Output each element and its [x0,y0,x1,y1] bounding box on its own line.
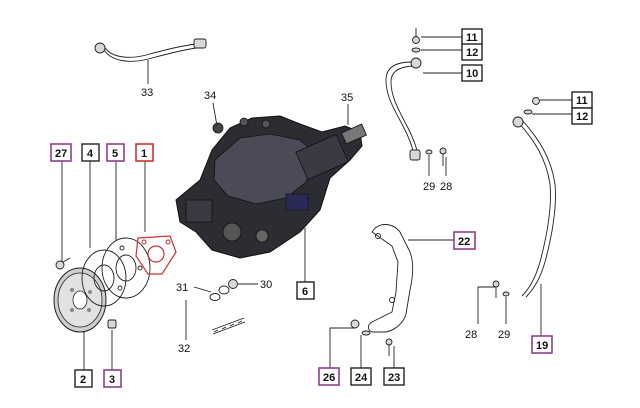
leader-31 [193,286,212,293]
sensor-cable-part [94,38,207,62]
ref-box-26: 26 [318,367,340,386]
ref-box-22: 22 [453,231,476,250]
flange-gasket [135,235,177,275]
ref-box-24: 24 [350,367,372,386]
svg-text:12: 12 [576,111,588,123]
injector-pipe-upper [385,28,422,161]
svg-text:11: 11 [466,32,478,44]
label-31: 31 [176,282,188,294]
svg-text:1: 1 [141,148,147,160]
drive-gear [53,267,107,333]
svg-text:2: 2 [80,374,86,386]
svg-text:6: 6 [302,286,308,298]
ref-box-5: 5 [106,143,125,162]
label-34: 34 [204,90,216,102]
ref-box-6: 6 [296,281,315,300]
stud-nut-washer [209,279,246,335]
svg-text:24: 24 [355,372,368,384]
ref-box-11a: 11 [461,28,483,46]
support-bracket [367,224,414,333]
svg-text:11: 11 [576,95,588,107]
ref-box-3: 3 [103,369,122,388]
svg-text:4: 4 [87,148,94,160]
ref-box-19: 19 [531,335,553,354]
svg-text:19: 19 [536,340,548,352]
label-28b: 28 [465,329,477,341]
leader-28b [477,286,496,324]
bolt-washer-lower [492,280,510,298]
injector-pipe-right [512,97,556,298]
gear-small-parts [55,257,117,329]
ref-box-12b: 12 [571,107,593,125]
svg-text:5: 5 [112,148,118,160]
bracket-fasteners [350,319,393,356]
svg-text:12: 12 [466,47,478,59]
leader-34 [212,102,218,127]
ref-box-23: 23 [383,367,405,386]
svg-text:3: 3 [109,374,115,386]
label-30: 30 [260,279,272,291]
leader-26 [329,327,355,368]
pump-flange-plate [101,237,151,299]
ref-box-4: 4 [81,143,100,162]
bolt-washer-upper [425,147,447,166]
injection-pump-body [175,115,368,259]
ref-box-12a: 12 [461,43,483,61]
gear-spacer-ring [81,249,127,307]
svg-text:27: 27 [55,148,67,160]
svg-text:26: 26 [323,372,335,384]
label-32: 32 [178,343,190,355]
ref-box-11b: 11 [571,91,593,109]
label-29b: 29 [498,329,510,341]
ref-box-1: 1 [135,143,154,162]
label-28a: 28 [440,181,452,193]
svg-text:22: 22 [458,236,470,248]
label-29a: 29 [423,181,435,193]
svg-text:23: 23 [388,372,400,384]
label-35: 35 [341,92,353,104]
ref-box-27: 27 [50,143,72,162]
ref-box-10: 10 [461,64,483,82]
ref-box-2: 2 [74,369,93,388]
svg-text:10: 10 [466,68,478,80]
label-33: 33 [141,87,153,99]
